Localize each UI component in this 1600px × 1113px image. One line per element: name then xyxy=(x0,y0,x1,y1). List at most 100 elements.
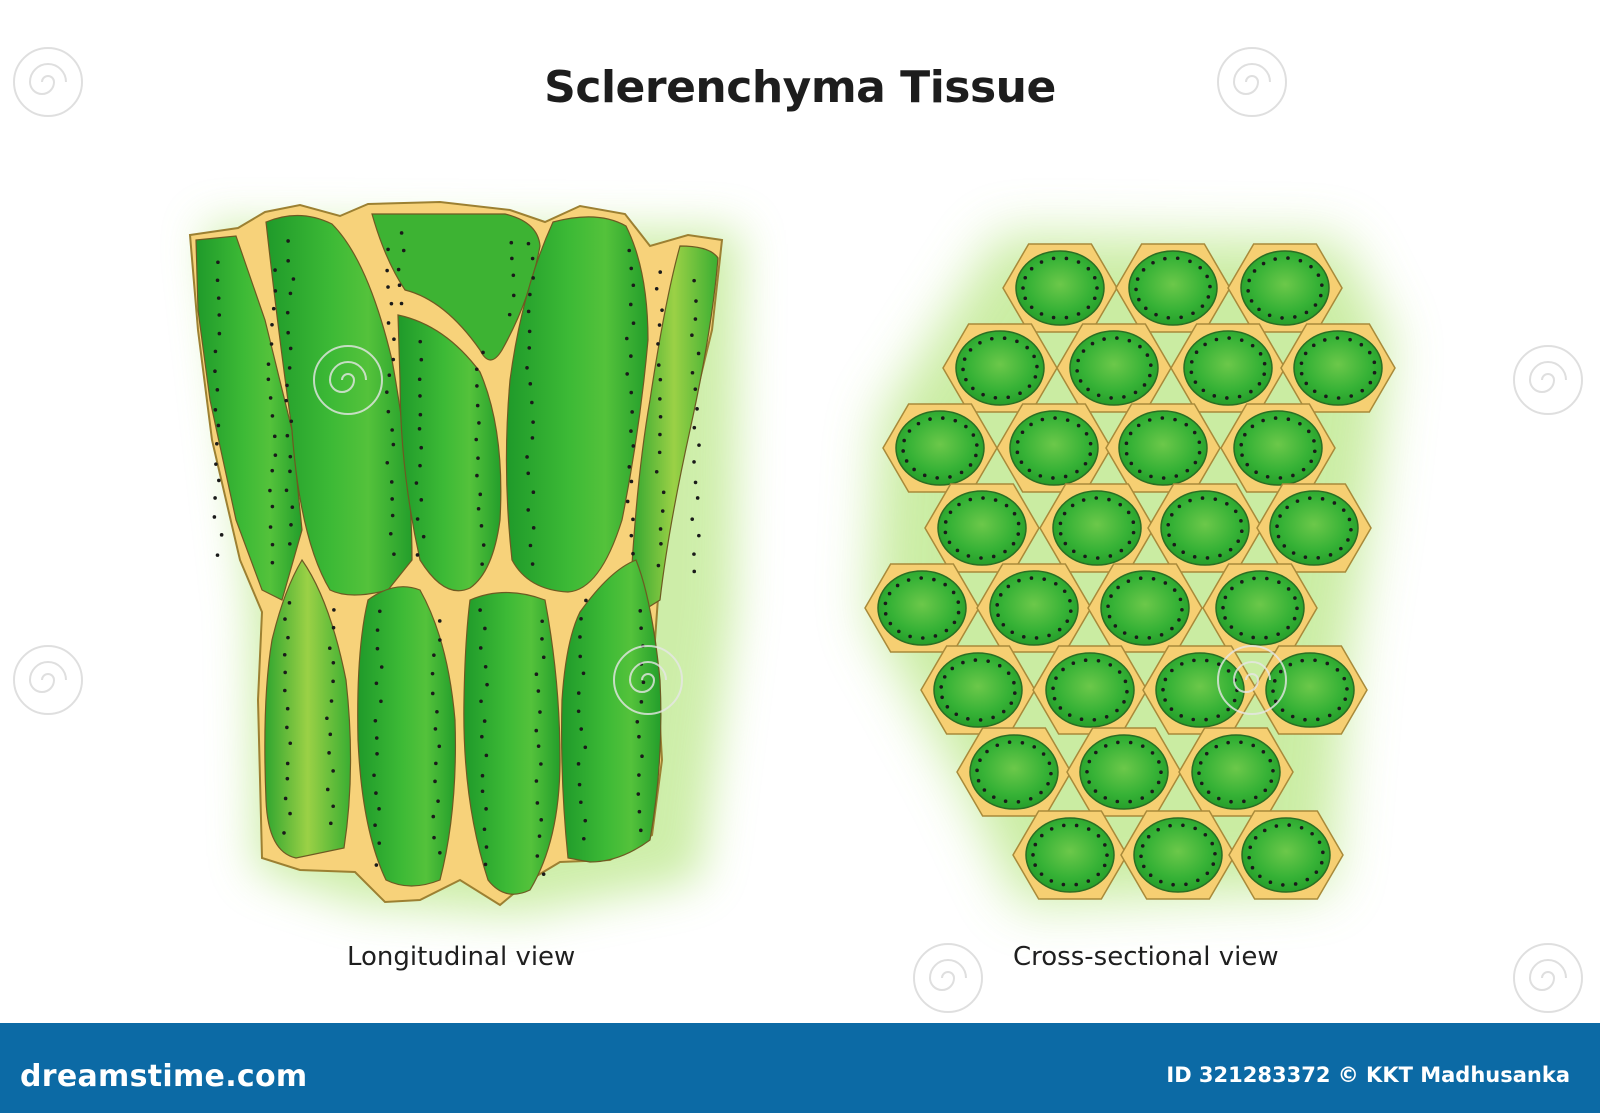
pit-dot xyxy=(1096,834,1101,838)
pit-dot xyxy=(1290,714,1295,719)
pit-dot xyxy=(1305,877,1310,882)
pit-dot xyxy=(1051,686,1055,691)
pit-dot xyxy=(1291,551,1296,555)
pit-dot xyxy=(540,637,544,641)
pit-dot xyxy=(1131,530,1136,535)
pit-dot xyxy=(692,569,697,574)
pit-dot xyxy=(658,432,662,437)
hex-cell-lumen xyxy=(1265,652,1355,728)
pit-dot xyxy=(952,620,957,625)
pit-dot xyxy=(1316,556,1321,560)
pit-dot xyxy=(290,505,295,510)
pit-dot xyxy=(1021,635,1026,639)
pit-dot xyxy=(401,248,406,253)
pit-dot xyxy=(511,293,516,298)
pit-dot xyxy=(1126,510,1131,515)
pit-dot xyxy=(1015,450,1020,455)
pit-dot xyxy=(997,663,1002,668)
pit-dot xyxy=(511,273,516,278)
pit-dot xyxy=(528,292,532,297)
hex-cell xyxy=(864,563,980,653)
pit-dot xyxy=(1124,441,1129,446)
pit-dot xyxy=(1076,260,1081,264)
pit-dot xyxy=(1156,827,1160,832)
pit-dot xyxy=(1140,796,1145,800)
pit-dot xyxy=(1293,882,1298,886)
pit-dot xyxy=(1303,555,1308,559)
pit-dot xyxy=(434,761,438,766)
pit-dot xyxy=(372,773,376,778)
pit-dot xyxy=(950,666,955,671)
pit-dot xyxy=(386,285,390,289)
pit-dot xyxy=(526,508,531,512)
pit-dot xyxy=(1040,417,1045,422)
pit-dot xyxy=(1127,338,1132,343)
pit-dot xyxy=(1236,539,1241,544)
pit-dot xyxy=(1273,416,1278,420)
pit-dot xyxy=(1298,422,1302,426)
hex-cell xyxy=(882,403,998,493)
pit-dot xyxy=(897,629,901,634)
pit-dot xyxy=(215,278,220,283)
pit-dot xyxy=(971,433,976,437)
pit-dot xyxy=(1193,460,1198,465)
pit-dot xyxy=(325,787,330,792)
pit-dot xyxy=(1128,431,1133,436)
pit-dot xyxy=(887,591,892,596)
pit-dot xyxy=(1204,717,1208,722)
pit-dot xyxy=(1307,496,1312,500)
pit-dot xyxy=(942,675,947,679)
pit-dot xyxy=(697,443,701,447)
hex-cell-lumen xyxy=(1052,490,1142,566)
pit-dot xyxy=(1250,424,1255,429)
pit-dot xyxy=(1166,522,1171,527)
pit-dot xyxy=(981,496,985,500)
pit-dot xyxy=(1180,607,1184,612)
pit-dot xyxy=(268,525,273,529)
pit-dot xyxy=(1227,336,1231,340)
pit-dot xyxy=(484,753,489,758)
pit-dot xyxy=(1074,823,1079,828)
pit-dot xyxy=(1258,352,1263,356)
pit-dot xyxy=(385,390,389,394)
pit-dot xyxy=(1052,696,1057,701)
pit-dot xyxy=(541,872,546,876)
pit-dot xyxy=(1063,474,1068,479)
pit-dot xyxy=(510,256,514,261)
pit-dot xyxy=(1223,616,1227,620)
pit-dot xyxy=(285,383,289,388)
hex-cell-lumen xyxy=(1240,250,1330,326)
pit-dot xyxy=(1079,717,1084,722)
pit-dot xyxy=(1177,618,1181,622)
pit-dot xyxy=(331,804,335,809)
pit-dot xyxy=(271,306,276,311)
pit-dot xyxy=(476,456,480,460)
pit-dot xyxy=(1126,579,1131,583)
pit-dot xyxy=(1204,751,1209,756)
hex-cell xyxy=(1002,243,1118,333)
pit-dot xyxy=(957,502,961,507)
pit-dot xyxy=(483,664,488,669)
hex-cell-lumen xyxy=(1155,652,1245,728)
pit-dot xyxy=(273,289,278,293)
pit-dot xyxy=(1102,863,1107,868)
footer-logo[interactable]: dreamstime.com xyxy=(20,1059,308,1094)
pit-dot xyxy=(1033,842,1038,847)
hex-cell xyxy=(1066,727,1182,817)
hex-cell xyxy=(1170,323,1286,413)
pit-dot xyxy=(583,818,588,823)
pit-dot xyxy=(964,424,968,429)
pit-dot xyxy=(283,688,287,693)
pit-dot xyxy=(576,691,581,695)
pit-dot xyxy=(1179,315,1183,320)
pit-dot xyxy=(1320,497,1325,501)
pit-dot xyxy=(975,768,979,773)
pit-dot xyxy=(1041,752,1046,756)
pit-dot xyxy=(379,699,383,704)
pit-dot xyxy=(1062,589,1067,594)
pit-dot xyxy=(1159,633,1164,637)
pit-dot xyxy=(216,260,220,265)
hex-cell xyxy=(942,323,1058,413)
pit-dot xyxy=(1261,418,1265,423)
